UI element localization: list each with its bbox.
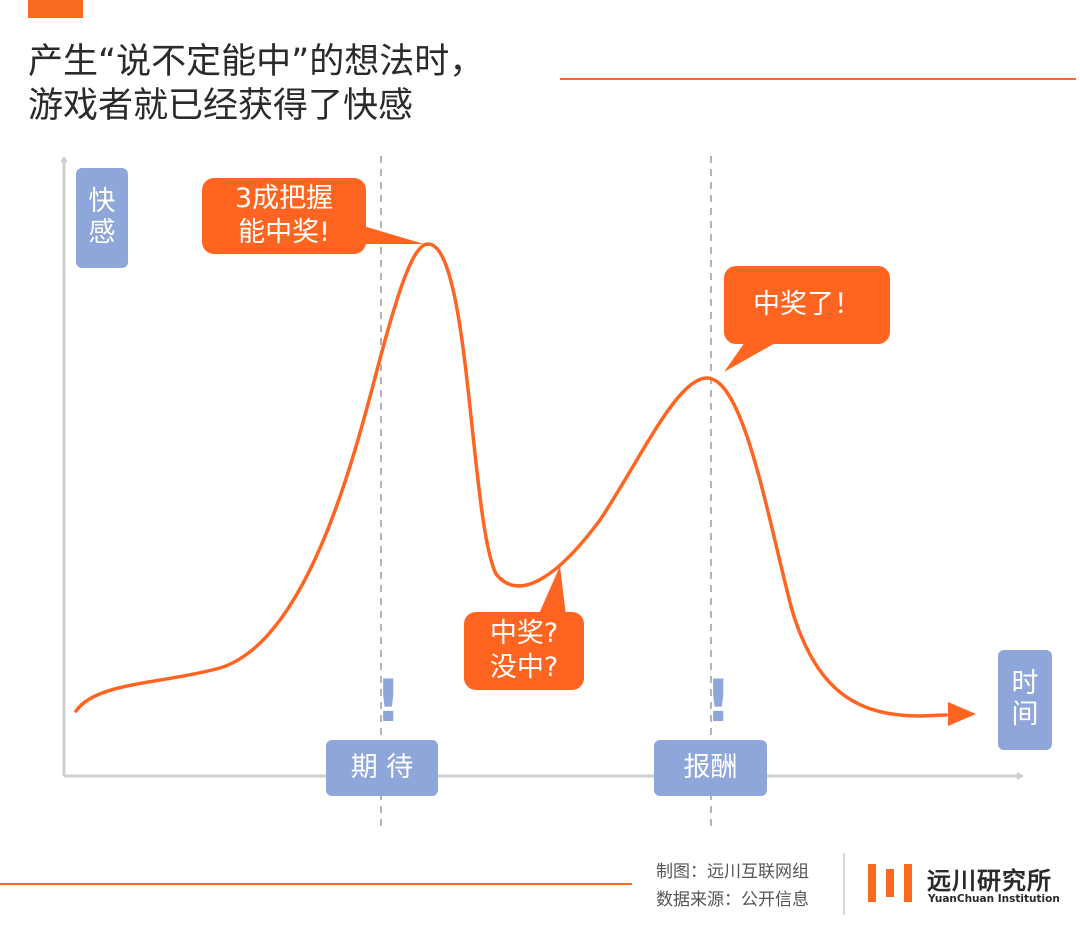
phase-label-reward-text: 报酬: [683, 752, 738, 783]
x-axis-arrow-icon: [1017, 772, 1024, 780]
title-line-2: 游戏者就已经获得了快感: [28, 86, 414, 126]
bubble-peak1-line-2: 能中奖!: [238, 217, 330, 248]
x-axis-label-char-1: 时: [1011, 668, 1039, 699]
anticipation-exclamation-icon: !: [375, 667, 402, 735]
bubble-peak1: 3成把握 能中奖!: [202, 178, 366, 254]
bubble-valley-line-1: 中奖?: [489, 618, 559, 649]
bubble-tail-valley: [538, 566, 566, 616]
bubble-peak1-line-1: 3成把握: [234, 183, 334, 214]
credits: 制图：远川互联网组 数据来源：公开信息: [656, 858, 809, 914]
page-title: 产生“说不定能中”的想法时， 游戏者就已经获得了快感: [28, 40, 484, 128]
bubble-tail-peak1: [350, 222, 424, 244]
x-axis-label: 时 间: [998, 650, 1052, 750]
footer-divider: [0, 883, 632, 885]
y-axis-label-char-2: 感: [88, 217, 116, 248]
bubble-peak2-line-1: 中奖了！: [753, 289, 861, 320]
bubble-valley-line-2: 没中?: [489, 652, 559, 683]
title-line-1: 产生“说不定能中”的想法时，: [28, 42, 485, 82]
top-accent-bar: [28, 0, 83, 18]
brand-logo-icon: [868, 864, 912, 902]
y-axis-label-char-1: 快: [88, 186, 116, 217]
phase-label-anticipation: 期 待: [326, 740, 438, 796]
reward-exclamation-icon: !: [705, 667, 732, 735]
footer-vertical-divider: [843, 853, 845, 915]
curve-arrowhead-icon: [948, 702, 976, 726]
brand-name: 远川研究所: [927, 867, 1052, 895]
credit-chart: 制图：远川互联网组: [656, 862, 809, 882]
pleasure-curve: [74, 242, 948, 718]
title-divider: [560, 78, 1076, 80]
phase-label-reward: 报酬: [654, 740, 767, 796]
y-axis-label: 快 感: [76, 168, 128, 268]
x-axis-label-char-2: 间: [1011, 699, 1039, 730]
brand-name-en: YuanChuan Institution: [928, 893, 1060, 905]
credit-source: 数据来源：公开信息: [656, 890, 809, 910]
bubble-valley: 中奖? 没中?: [464, 612, 584, 690]
phase-label-anticipation-text: 期 待: [350, 752, 414, 783]
bubble-peak2: 中奖了！: [724, 266, 890, 344]
y-axis-arrow-icon: [60, 156, 68, 162]
